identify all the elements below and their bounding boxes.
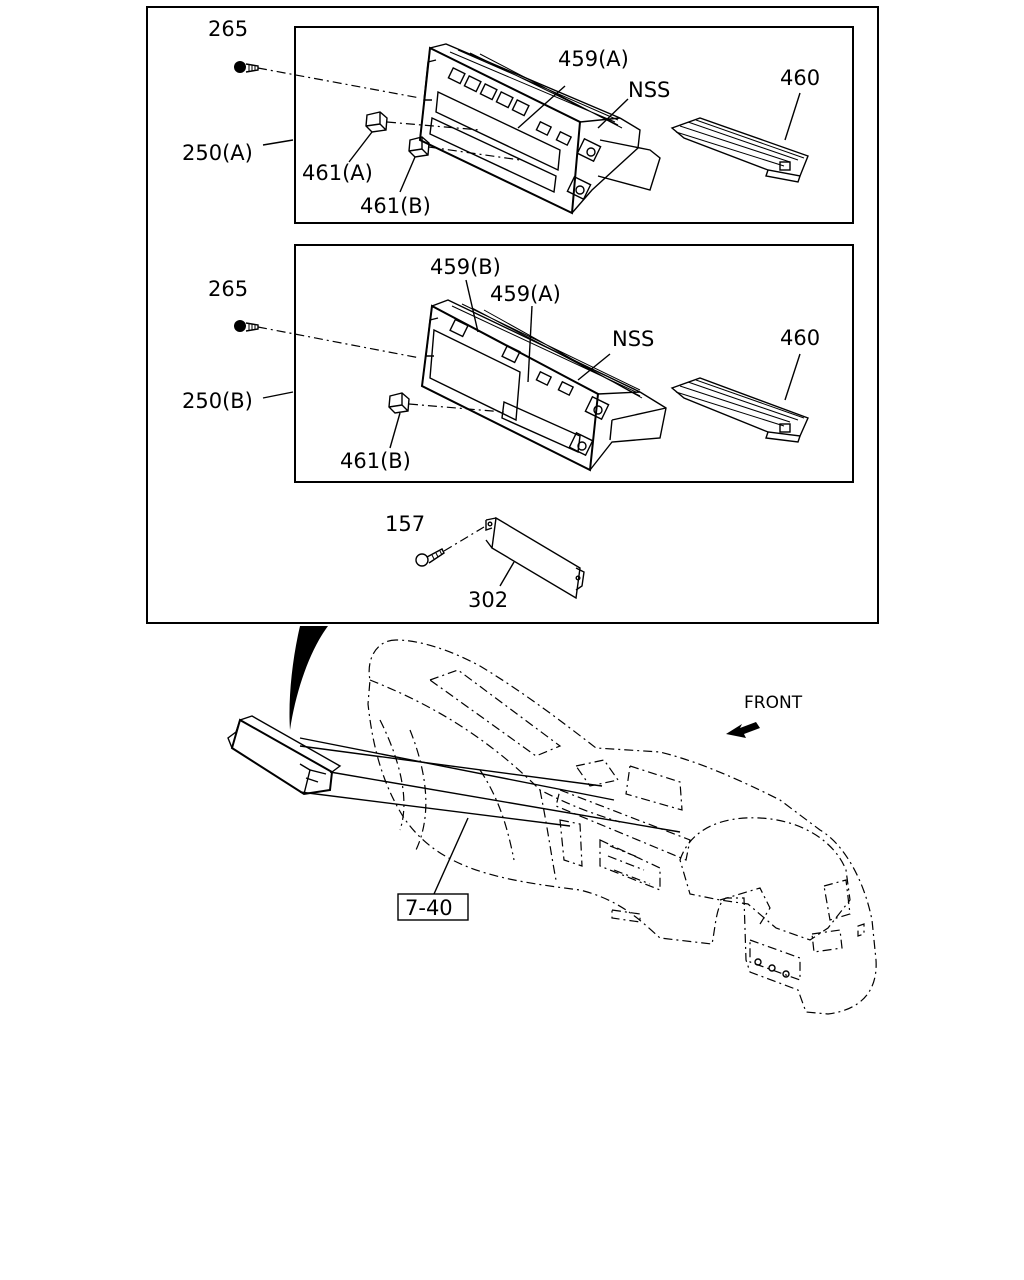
ref-box bbox=[397, 893, 469, 921]
label-460-a: 460 bbox=[780, 66, 820, 90]
clip-461b-b bbox=[388, 392, 410, 414]
label-250b: 250(B) bbox=[182, 389, 253, 413]
label-nss-b: NSS bbox=[612, 327, 654, 351]
label-302: 302 bbox=[468, 588, 508, 612]
label-461b-a: 461(B) bbox=[360, 194, 431, 218]
module-460-a bbox=[670, 117, 809, 183]
front-arrow-icon bbox=[726, 722, 760, 738]
label-157: 157 bbox=[385, 512, 425, 536]
outer-frame bbox=[146, 6, 879, 624]
clip-461a bbox=[365, 111, 388, 133]
label-250a: 250(A) bbox=[182, 141, 253, 165]
label-461b-b: 461(B) bbox=[340, 449, 411, 473]
label-front: FRONT bbox=[744, 693, 803, 713]
label-459a-b: 459(A) bbox=[490, 282, 561, 306]
label-nss-a: NSS bbox=[628, 78, 670, 102]
screw-157 bbox=[415, 548, 445, 567]
label-ref-740: 7-40 bbox=[405, 896, 453, 920]
panel-b-frame bbox=[294, 244, 854, 483]
label-459a-a: 459(A) bbox=[558, 47, 629, 71]
label-265-a: 265 bbox=[208, 17, 248, 41]
control-unit-b bbox=[420, 299, 667, 472]
control-unit-a bbox=[418, 43, 661, 215]
label-461a: 461(A) bbox=[302, 161, 373, 185]
module-460-b bbox=[670, 377, 809, 443]
dashboard-unit bbox=[227, 715, 342, 796]
clip-461b-a bbox=[408, 136, 430, 158]
screw-265-a bbox=[234, 61, 259, 73]
view-swoosh bbox=[289, 626, 328, 730]
screw-265-b bbox=[234, 320, 259, 332]
dashboard bbox=[367, 639, 877, 1015]
label-265-b: 265 bbox=[208, 277, 248, 301]
label-459b-b: 459(B) bbox=[430, 255, 501, 279]
bracket-302 bbox=[485, 516, 585, 600]
panel-a-frame bbox=[294, 26, 854, 224]
label-460-b: 460 bbox=[780, 326, 820, 350]
